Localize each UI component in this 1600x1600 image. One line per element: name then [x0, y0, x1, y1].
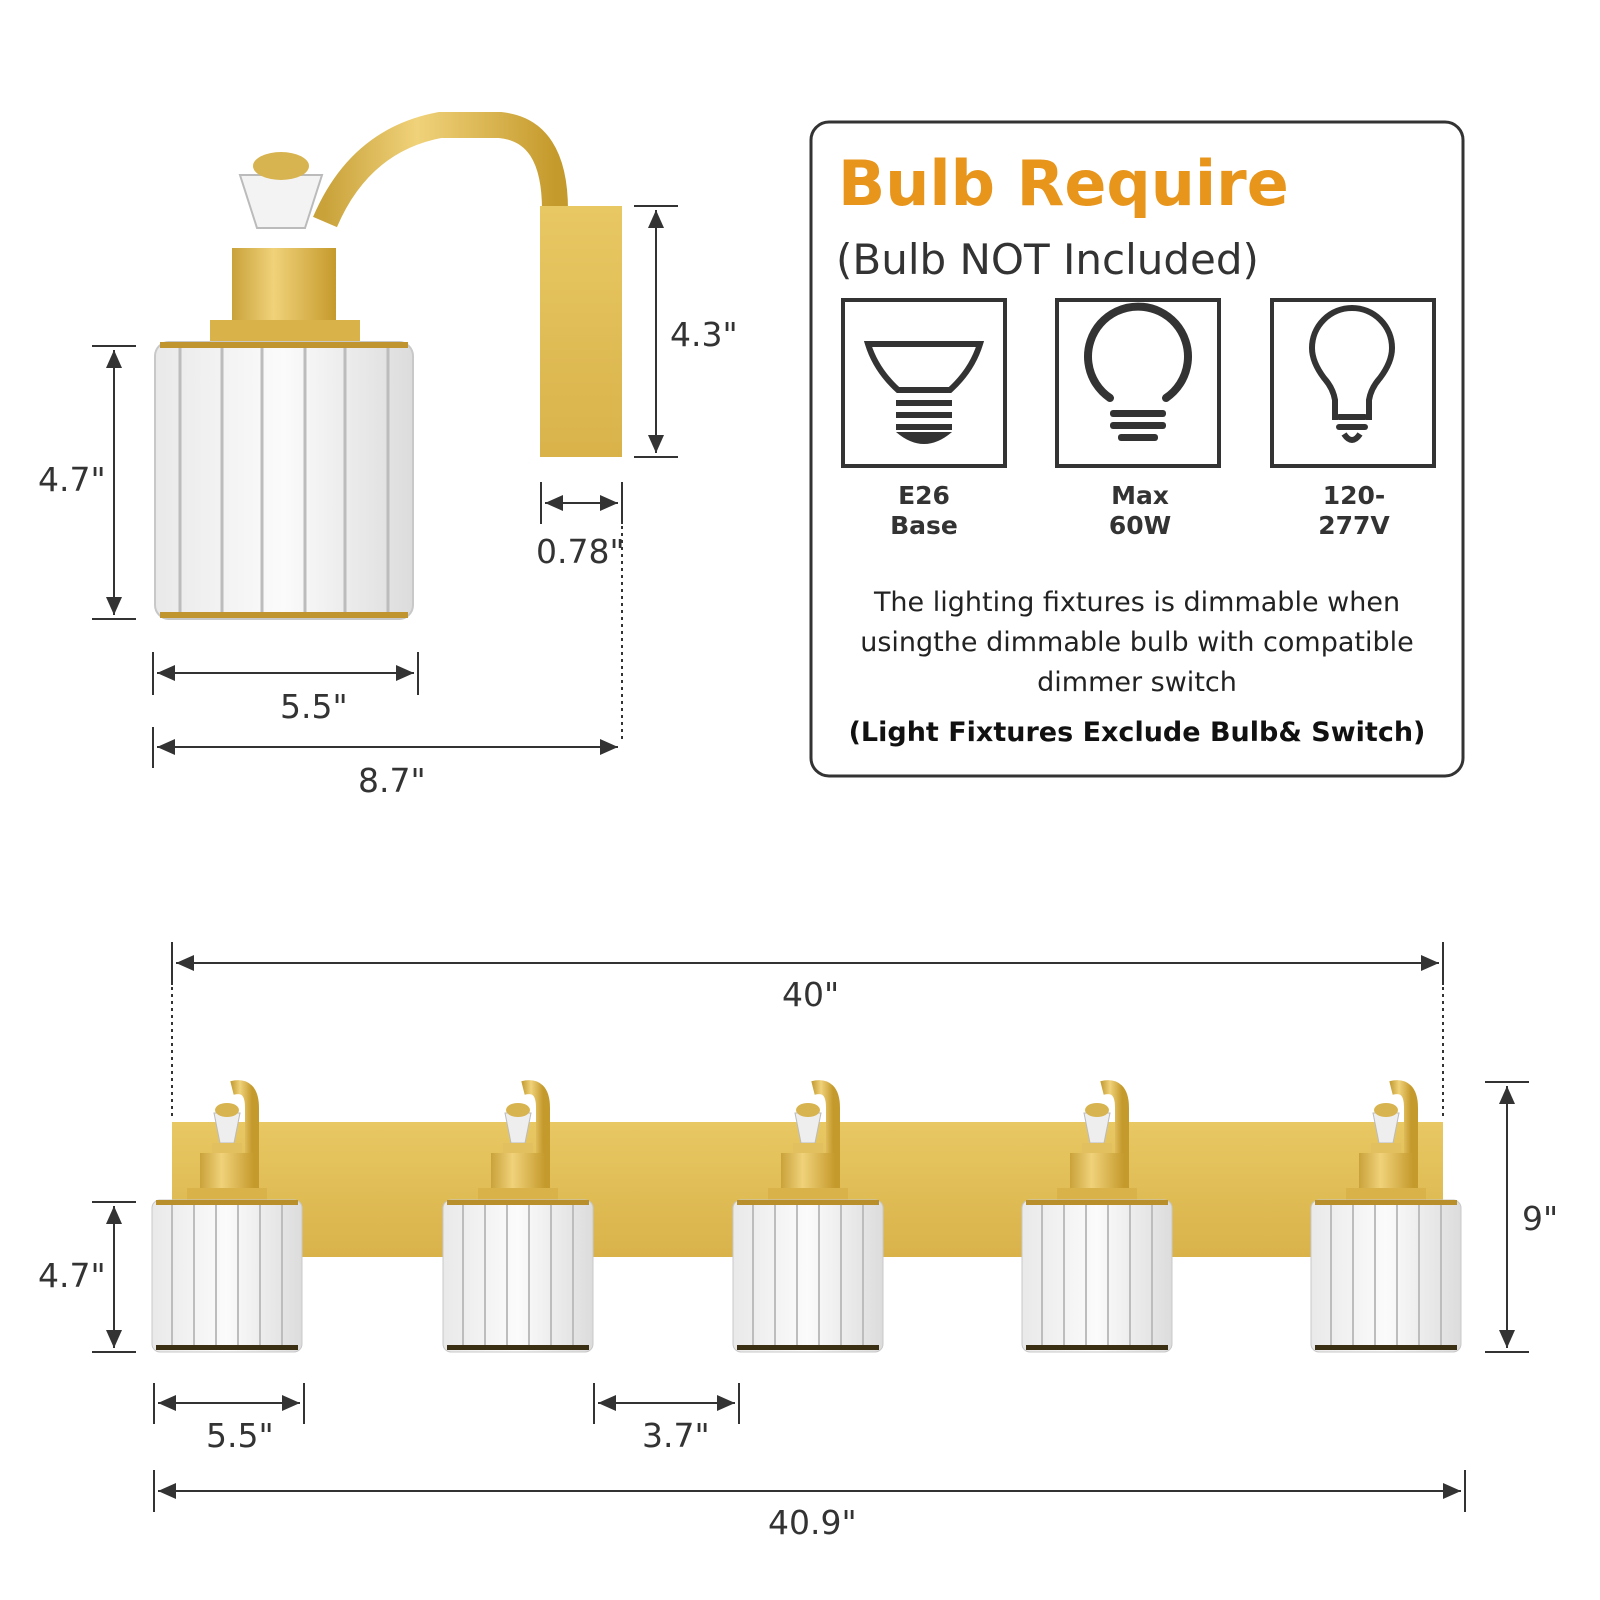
panel-title: Bulb Require: [838, 147, 1289, 220]
spec-label: E26: [898, 481, 950, 510]
dim-label: 8.7": [358, 761, 426, 800]
dim-label: 3.7": [642, 1416, 710, 1455]
dim-label: 4.7": [38, 460, 106, 499]
spec-label: Max: [1111, 481, 1169, 510]
dim-backplate-length: 40": [171, 942, 1444, 1120]
description-line: usingthe dimmable bulb with compatible: [860, 627, 1413, 658]
dim-shade-width: 5.5": [152, 652, 419, 726]
dim-label: 0.78": [536, 532, 625, 571]
description-line: The lighting fixtures is dimmable when: [873, 587, 1400, 618]
dim-shade-height: 4.7": [38, 345, 136, 620]
dim-label: 40.9": [768, 1503, 857, 1542]
dim-shade-width: 5.5": [153, 1383, 305, 1455]
crystal-finial: [238, 174, 324, 229]
spec-label: 120-: [1323, 481, 1386, 510]
panel-subtitle: (Bulb NOT Included): [836, 235, 1259, 284]
dim-label: 4.7": [38, 1256, 106, 1295]
flood-bulb-icon: [863, 341, 985, 444]
spec-voltage: 120- 277V: [1270, 298, 1436, 540]
spec-max-wattage: Max 60W: [1055, 298, 1221, 540]
spec-e26-base: E26 Base: [841, 298, 1007, 540]
dim-label: 5.5": [280, 687, 348, 726]
dim-total-length: 40.9": [153, 1470, 1466, 1542]
dim-total-height: 9": [1485, 1081, 1558, 1353]
dim-shade-height: 4.7": [38, 1201, 136, 1353]
spec-label: Base: [890, 511, 958, 540]
backplate: [540, 206, 622, 457]
fixture-neck: [232, 248, 336, 323]
five-light-fixture-illustration: [152, 1087, 1461, 1352]
bulb-requirement-panel: Bulb Require (Bulb NOT Included) E26 Bas…: [809, 120, 1465, 778]
fixture-arm: [313, 112, 568, 455]
dim-label: 4.3": [670, 315, 738, 354]
dim-label: 5.5": [206, 1416, 274, 1455]
a19-bulb-icon: [1308, 305, 1396, 443]
dim-label: 9": [1522, 1199, 1558, 1238]
description-line: dimmer switch: [1037, 667, 1237, 698]
single-fixture-illustration: [154, 112, 622, 620]
spec-label: 277V: [1318, 511, 1390, 540]
dim-total-extension: 8.7": [152, 727, 618, 800]
dim-backplate-height: 4.3": [634, 205, 738, 458]
exclusion-note: (Light Fixtures Exclude Bulb& Switch): [849, 717, 1426, 748]
globe-bulb-icon: [1084, 302, 1192, 441]
dim-backplate-depth: 0.78": [536, 482, 625, 740]
dim-shade-gap: 3.7": [593, 1383, 740, 1455]
spec-label: 60W: [1109, 511, 1171, 540]
dim-label: 40": [782, 975, 839, 1014]
crystal-shade: [154, 341, 414, 620]
